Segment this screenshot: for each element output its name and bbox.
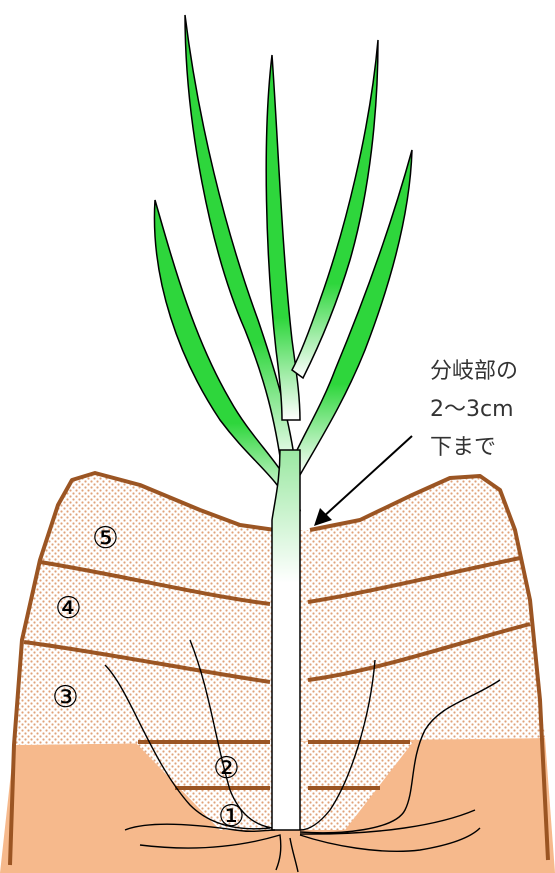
leek-leaves bbox=[154, 15, 412, 510]
layer-label-4: ④ bbox=[55, 591, 82, 626]
layer-label-1: ① bbox=[218, 799, 245, 834]
annotation-line-3: 下まで bbox=[430, 435, 496, 460]
leek-stem bbox=[272, 450, 300, 830]
layer-label-3: ③ bbox=[52, 680, 79, 715]
annotation-line-2: 2〜3cm bbox=[430, 397, 514, 422]
annotation-line-1: 分岐部の bbox=[430, 359, 518, 384]
layer-label-5: ⑤ bbox=[92, 521, 119, 556]
layer-label-2: ② bbox=[213, 751, 240, 786]
